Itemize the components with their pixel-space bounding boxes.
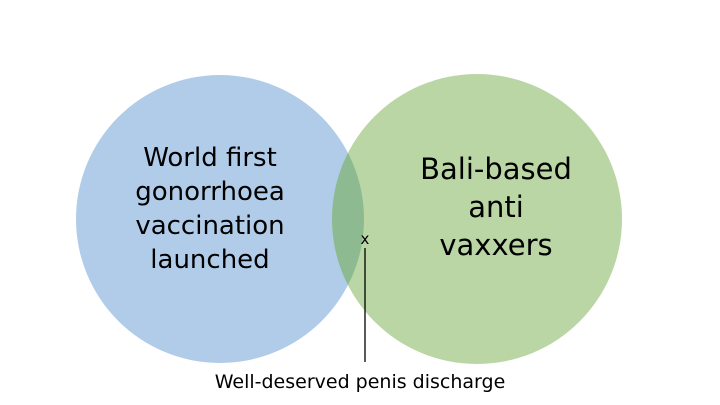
right-set-label: Bali-based anti vaxxers xyxy=(420,152,572,262)
left-set-label: World first gonorrhoea vaccination launc… xyxy=(135,143,285,275)
intersection-callout-label: Well-deserved penis discharge xyxy=(214,371,506,393)
left-set-circle xyxy=(76,75,364,363)
right-set-circle xyxy=(332,74,622,364)
intersection-marker: x xyxy=(360,230,370,248)
